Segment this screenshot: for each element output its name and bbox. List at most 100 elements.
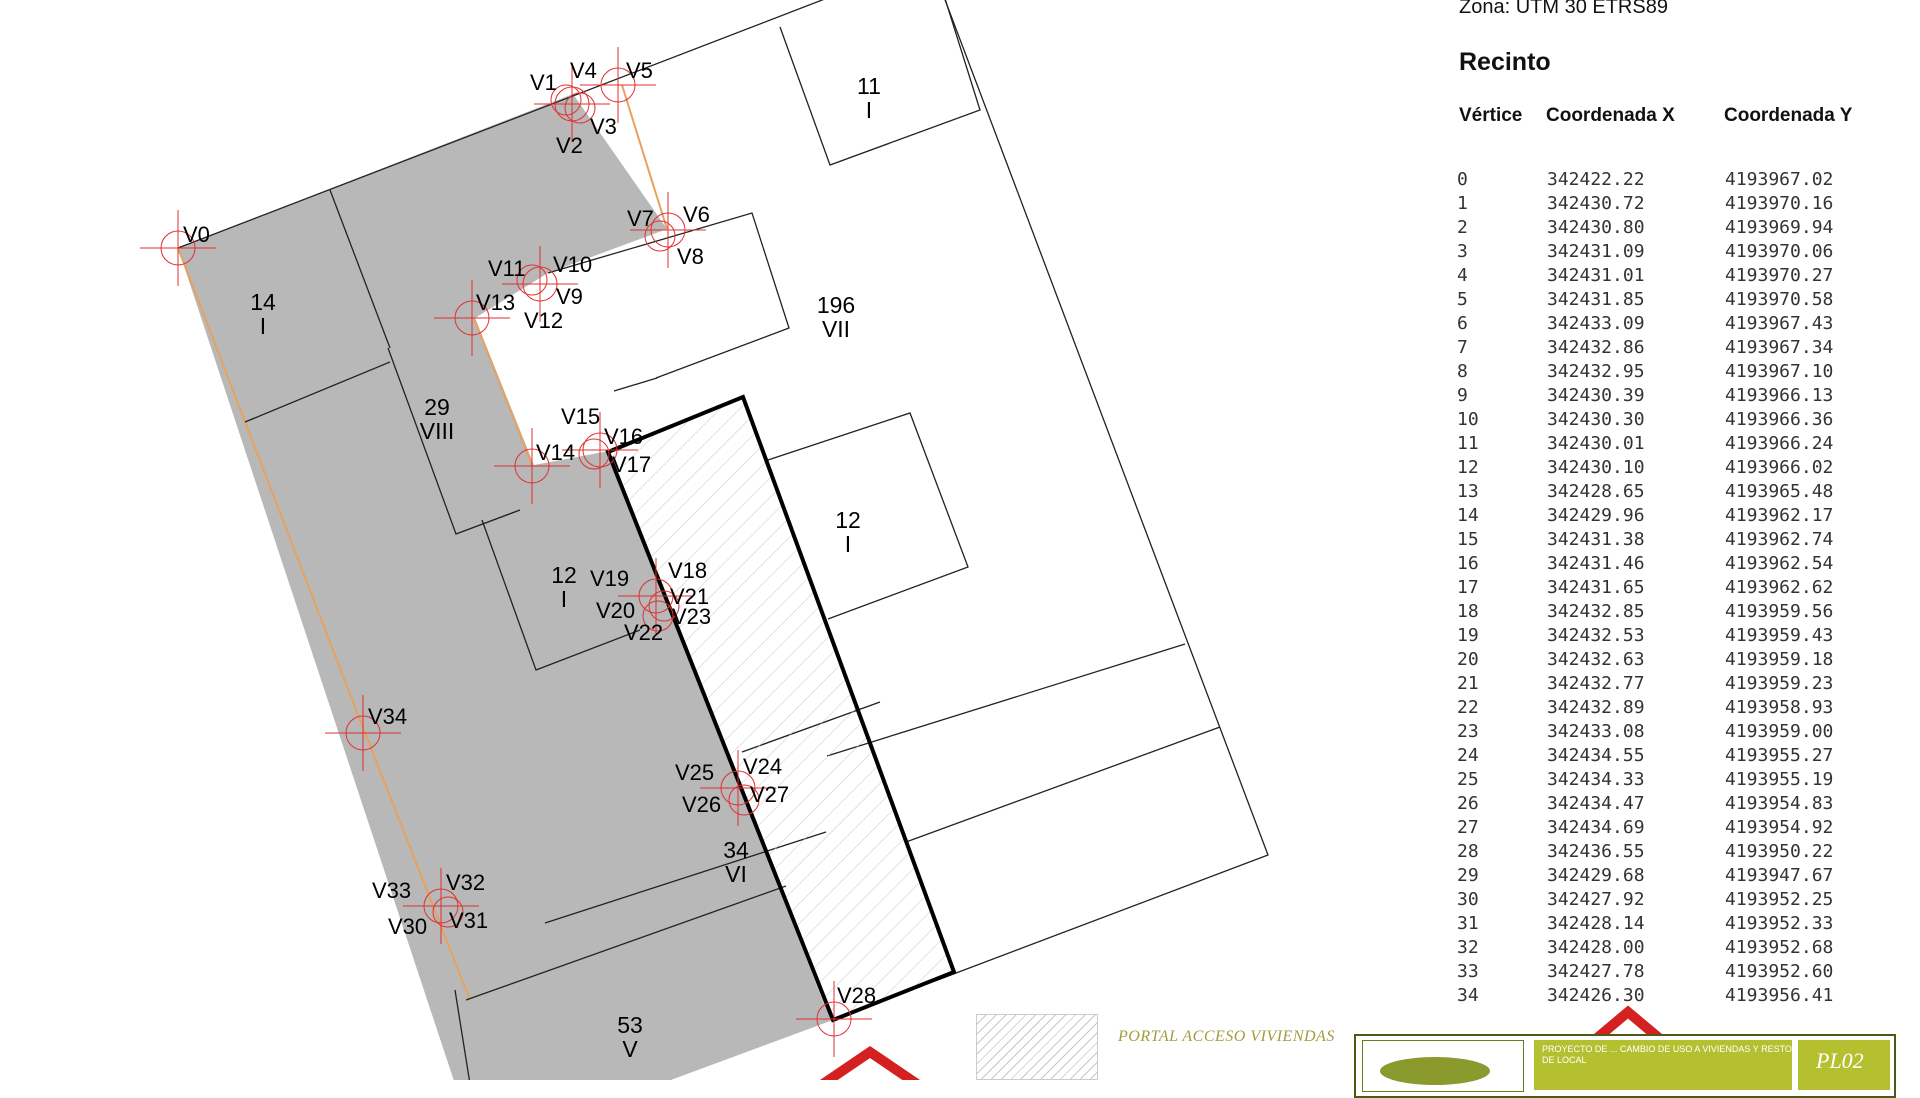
vertex-index-cell: 19 xyxy=(1457,625,1479,646)
coord-x-cell: 342430.30 xyxy=(1547,409,1645,430)
parcel-14-number: 14 xyxy=(250,289,276,315)
parcel-14-class: I xyxy=(260,313,266,339)
coord-y-cell: 4193952.25 xyxy=(1725,889,1834,910)
parcel-53-class: V xyxy=(622,1036,638,1062)
parcel-29-number: 29 xyxy=(424,394,450,420)
zone-label: Zona: UTM 30 ETRS89 xyxy=(1459,0,1668,18)
coord-y-cell: 4193952.60 xyxy=(1725,961,1834,982)
coord-y-cell: 4193950.22 xyxy=(1725,841,1834,862)
coord-y-cell: 4193965.48 xyxy=(1725,481,1834,502)
vertex-index-cell: 15 xyxy=(1457,529,1479,550)
recinto-title: Recinto xyxy=(1459,48,1551,76)
coord-y-cell: 4193967.02 xyxy=(1725,169,1834,190)
table-row: 7 342432.86 4193967.34 xyxy=(1457,336,1875,360)
vertex-index-cell: 33 xyxy=(1457,961,1479,982)
coord-y-cell: 4193954.83 xyxy=(1725,793,1834,814)
coord-y-cell: 4193956.41 xyxy=(1725,985,1834,1006)
coord-y-cell: 4193958.93 xyxy=(1725,697,1834,718)
table-row: 15 342431.38 4193962.74 xyxy=(1457,528,1875,552)
vertex-index-cell: 1 xyxy=(1457,193,1468,214)
parcel-196-class: VII xyxy=(822,316,850,342)
coord-x-cell: 342431.38 xyxy=(1547,529,1645,550)
parcel-12-right-number: 12 xyxy=(835,507,861,533)
coord-y-cell: 4193966.36 xyxy=(1725,409,1834,430)
coord-y-cell: 4193967.34 xyxy=(1725,337,1834,358)
vertex-label: V34 xyxy=(368,704,407,729)
vertex-index-cell: 4 xyxy=(1457,265,1468,286)
vertex-index-cell: 8 xyxy=(1457,361,1468,382)
parcel-29-class: VIII xyxy=(420,418,455,444)
coord-y-cell: 4193962.74 xyxy=(1725,529,1834,550)
coord-x-cell: 342430.01 xyxy=(1547,433,1645,454)
coord-y-cell: 4193966.13 xyxy=(1725,385,1834,406)
coord-y-cell: 4193962.62 xyxy=(1725,577,1834,598)
vertex-label: V31 xyxy=(449,908,488,933)
coord-x-cell: 342433.08 xyxy=(1547,721,1645,742)
vertex-index-cell: 30 xyxy=(1457,889,1479,910)
legend-hatch-swatch xyxy=(976,1014,1098,1080)
parcel-11-class: I xyxy=(866,97,872,123)
vertex-index-cell: 32 xyxy=(1457,937,1479,958)
coord-y-cell: 4193962.54 xyxy=(1725,553,1834,574)
vertex-index-cell: 14 xyxy=(1457,505,1479,526)
vertex-label: V17 xyxy=(612,452,651,477)
coord-x-cell: 342431.65 xyxy=(1547,577,1645,598)
project-description: PROYECTO DE ... CAMBIO DE USO A VIVIENDA… xyxy=(1542,1044,1792,1065)
parcel-12-left-number: 12 xyxy=(551,562,577,588)
coord-y-cell: 4193959.43 xyxy=(1725,625,1834,646)
coord-x-cell: 342429.96 xyxy=(1547,505,1645,526)
vertex-label: V4 xyxy=(570,58,597,83)
vertex-label: V0 xyxy=(183,222,210,247)
coord-y-cell: 4193970.27 xyxy=(1725,265,1834,286)
vertex-label: V10 xyxy=(553,252,592,277)
vertex-index-cell: 27 xyxy=(1457,817,1479,838)
coord-y-cell: 4193959.00 xyxy=(1725,721,1834,742)
recinto-boundary xyxy=(177,247,471,1001)
vertex-index-cell: 7 xyxy=(1457,337,1468,358)
coord-x-cell: 342428.14 xyxy=(1547,913,1645,934)
coord-x-cell: 342426.30 xyxy=(1547,985,1645,1006)
vertex-index-cell: 11 xyxy=(1457,433,1479,454)
vertex-label: V21 xyxy=(670,584,709,609)
vertex-index-cell: 0 xyxy=(1457,169,1468,190)
coord-x-cell: 342432.86 xyxy=(1547,337,1645,358)
coord-x-cell: 342427.92 xyxy=(1547,889,1645,910)
vertex-label: V13 xyxy=(476,290,515,315)
coord-x-cell: 342427.78 xyxy=(1547,961,1645,982)
portal-acceso-area xyxy=(605,394,957,1023)
parcel-lines xyxy=(177,0,1269,1080)
vertex-index-cell: 5 xyxy=(1457,289,1468,310)
vertex-label: V8 xyxy=(677,244,704,269)
vertex-index-cell: 20 xyxy=(1457,649,1479,670)
coord-x-cell: 342429.68 xyxy=(1547,865,1645,886)
vertex-label: V11 xyxy=(488,256,526,281)
table-row: 30 342427.92 4193952.25 xyxy=(1457,888,1875,912)
vertex-label: V20 xyxy=(596,598,635,623)
coord-x-cell: 342432.95 xyxy=(1547,361,1645,382)
vertex-label: V6 xyxy=(683,202,710,227)
coord-x-cell: 342434.69 xyxy=(1547,817,1645,838)
coord-x-cell: 342430.72 xyxy=(1547,193,1645,214)
vertex-label: V5 xyxy=(626,58,653,83)
coord-y-cell: 4193966.02 xyxy=(1725,457,1834,478)
vertex-label: V14 xyxy=(536,440,575,465)
